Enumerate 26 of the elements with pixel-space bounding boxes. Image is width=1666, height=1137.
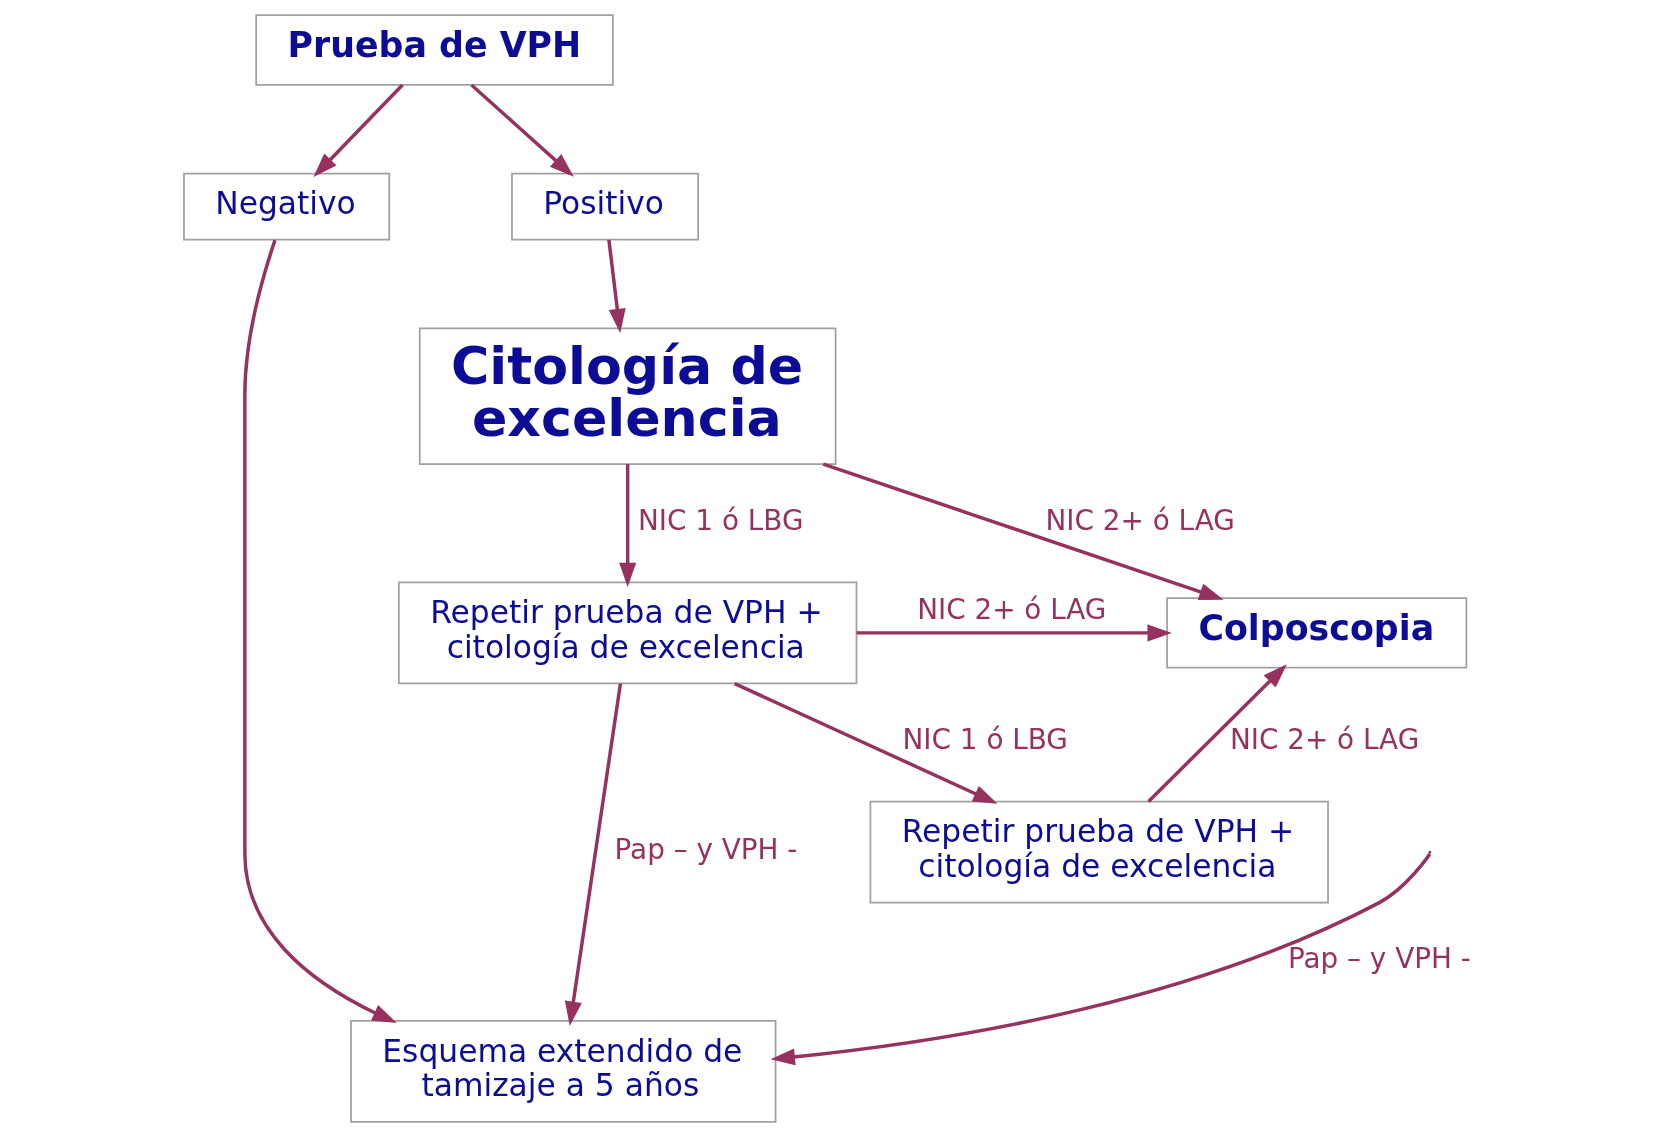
- edge-label: Pap – y VPH -: [614, 832, 798, 866]
- arrow: [770, 852, 1432, 1066]
- arrow: [822, 462, 1224, 600]
- edge-label: Pap – y VPH -: [1287, 942, 1471, 976]
- arrow: [243, 239, 397, 1023]
- node-box: Esquema extendido de tamizaje a 5 años: [350, 1020, 777, 1123]
- node-box: Colposcopia: [1166, 597, 1468, 669]
- arrow: [1147, 664, 1287, 803]
- node-box: Prueba de VPH: [255, 14, 614, 86]
- node-box: Repetir prueba de VPH + citología de excelencia: [869, 800, 1329, 904]
- edge-label: NIC 2+ ó LAG: [1045, 503, 1235, 537]
- edge-label: NIC 1 ó LBG: [902, 723, 1068, 757]
- node-box: Repetir prueba de VPH + citología de excelencia: [398, 581, 858, 685]
- arrow: [607, 239, 626, 334]
- node-box: Negativo: [183, 172, 391, 241]
- edge-label: NIC 2+ ó LAG: [917, 592, 1107, 626]
- arrow: [619, 464, 637, 588]
- edge-label: NIC 1 ó LBG: [638, 503, 804, 537]
- arrow: [733, 682, 998, 804]
- arrow: [856, 624, 1172, 642]
- edge-label: NIC 2+ ó LAG: [1229, 723, 1420, 757]
- node-box: Citología de excelencia: [418, 327, 837, 465]
- arrow: [313, 83, 404, 177]
- arrow: [470, 83, 574, 177]
- arrow: [564, 683, 623, 1026]
- node-box: Positivo: [511, 172, 699, 241]
